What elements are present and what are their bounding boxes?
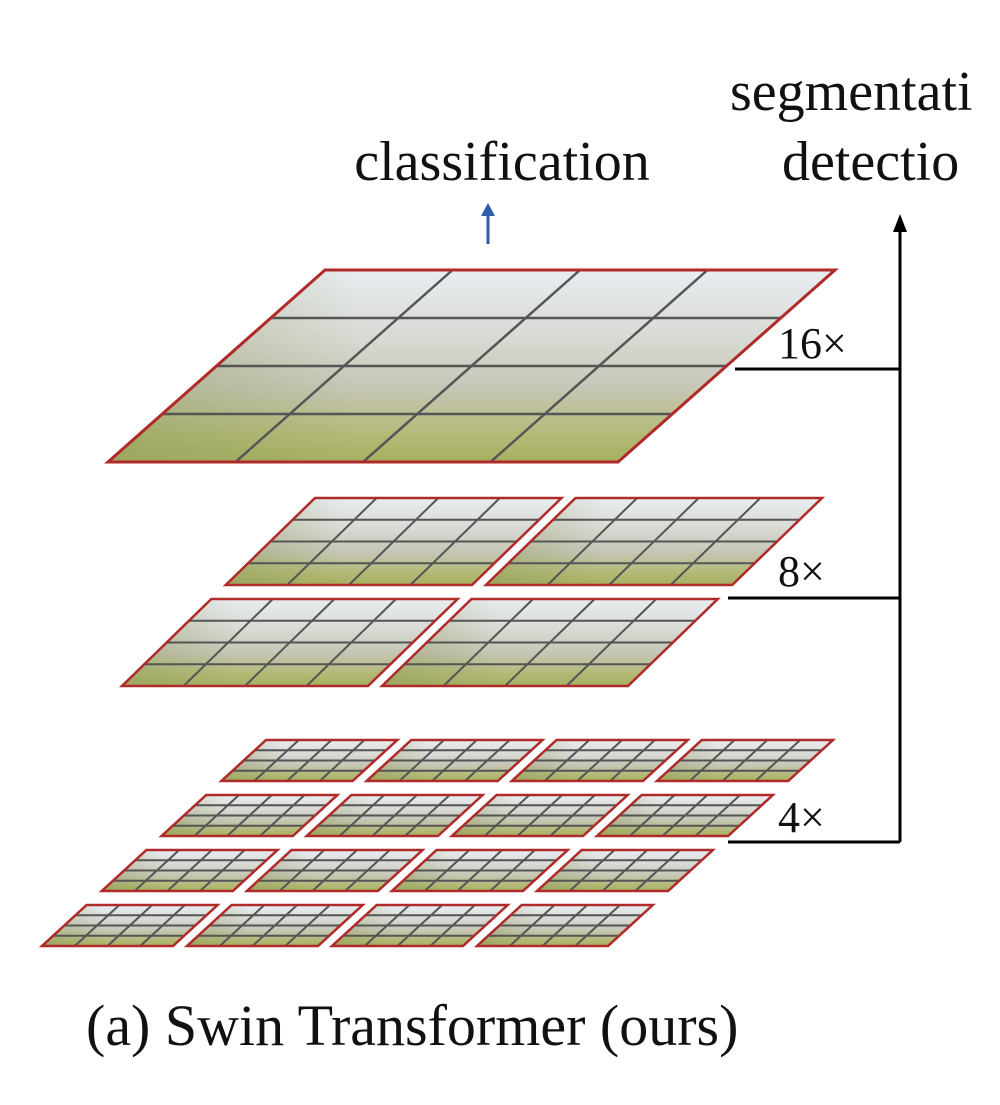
figure-caption: (a) Swin Transformer (ours)	[86, 993, 738, 1058]
detection-label: detectio	[782, 131, 959, 193]
window-border	[38, 903, 221, 948]
patch-grid-line	[634, 849, 681, 892]
patch-grid-line	[429, 904, 476, 947]
scale-label-8x: 8×	[778, 547, 825, 596]
window-border	[473, 903, 657, 948]
window-border	[653, 738, 837, 783]
patch-grid-line	[754, 739, 801, 782]
window-border	[158, 793, 341, 838]
scale-label-4x: 4×	[778, 793, 825, 842]
segmentation-label: segmentati	[730, 61, 973, 123]
window-border	[118, 597, 461, 688]
window-border	[303, 793, 486, 838]
patch-grid-line	[574, 904, 621, 947]
patch-grid-line	[404, 794, 451, 837]
output-arrow-icon	[893, 214, 907, 842]
classification-arrow-icon	[481, 203, 495, 244]
window-border	[508, 738, 692, 783]
patch-grid-line	[489, 849, 536, 892]
patch-grid-line	[464, 739, 511, 782]
patch-grid-line	[284, 904, 331, 947]
feature-layer-8x	[118, 496, 826, 688]
patch-grid-line	[199, 849, 246, 892]
window-border	[218, 738, 401, 783]
patch-grid-line	[409, 497, 501, 586]
patch-grid-line	[694, 794, 741, 837]
patch-grid-line	[305, 598, 397, 687]
feature-map-stack	[38, 268, 839, 948]
window-border	[533, 848, 717, 893]
window-border	[98, 848, 281, 893]
feature-layer-4x	[38, 738, 837, 948]
feature-layer-16x	[104, 268, 839, 464]
classification-label: classification	[354, 131, 649, 193]
window-border	[222, 496, 565, 587]
window-border	[183, 903, 366, 948]
patch-grid-line	[344, 849, 391, 892]
scale-label-16x: 16×	[778, 319, 847, 368]
window-border	[593, 793, 777, 838]
patch-grid-line	[549, 794, 596, 837]
patch-grid-line	[259, 794, 306, 837]
patch-grid-line	[669, 497, 762, 586]
patch-grid-line	[609, 739, 656, 782]
patch-grid-line	[319, 739, 366, 782]
window-border	[388, 848, 571, 893]
patch-grid-line	[139, 904, 186, 947]
patch-grid-line	[489, 269, 709, 463]
window-border	[378, 597, 721, 688]
window-border	[243, 848, 426, 893]
window-border	[448, 793, 631, 838]
window-border	[328, 903, 511, 948]
patch-grid-line	[565, 598, 657, 687]
window-border	[363, 738, 546, 783]
window-border	[104, 268, 839, 464]
window-border	[482, 496, 826, 587]
